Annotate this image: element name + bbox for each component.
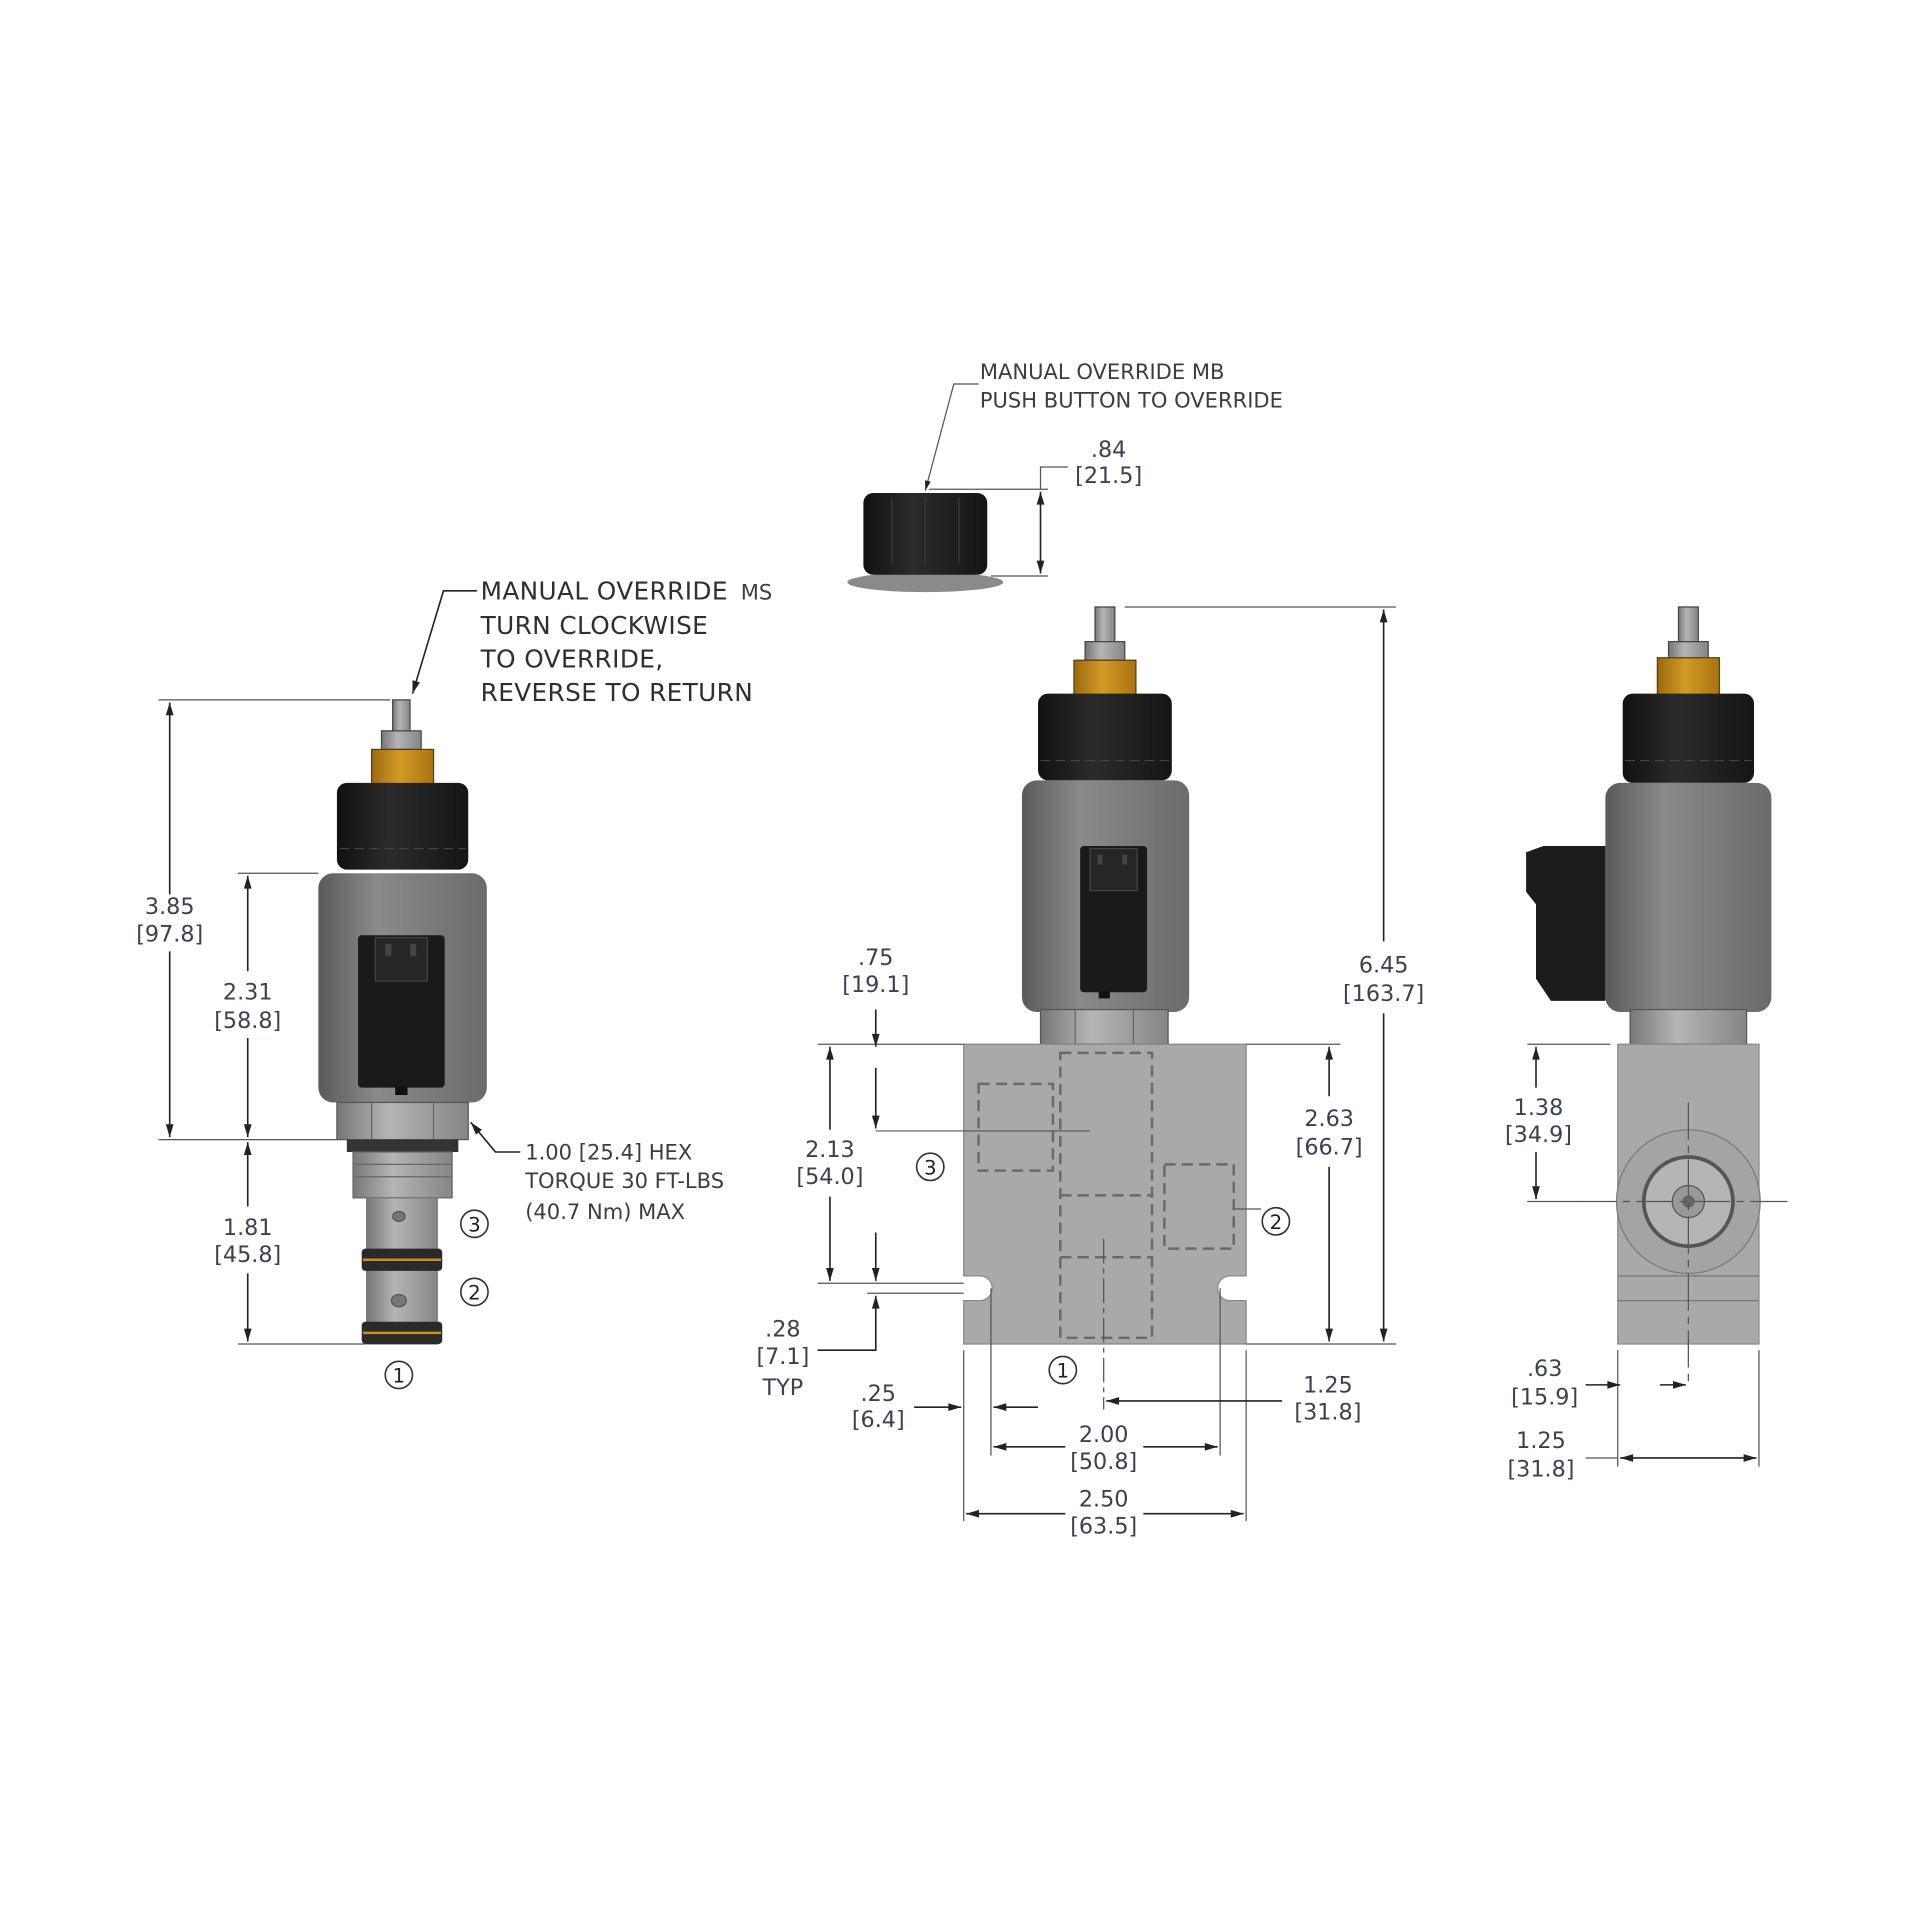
dim-slot-in: .28 [765, 1317, 800, 1343]
port-2-label: 2 [1270, 1211, 1283, 1234]
port-3-label: 3 [468, 1213, 481, 1236]
dim-slot-edge-in: .25 [861, 1381, 896, 1407]
dim-port-height-in: 1.38 [1514, 1095, 1564, 1121]
middle-dimensions: 6.45 [163.7] 2.63 [66.7] 2.13 [54.0] .75… [756, 606, 1424, 1540]
override-ms-line1: MANUAL OVERRIDE [481, 577, 728, 606]
dim-coil-mm: [58.8] [214, 1008, 281, 1034]
dim-block-width-in: 2.50 [1079, 1486, 1129, 1512]
dim-port3-offset-in: .75 [858, 945, 893, 971]
dim-port-height-mm: [34.9] [1505, 1122, 1572, 1148]
push-button-override-cap: MANUAL OVERRIDE MB PUSH BUTTON TO OVERRI… [847, 359, 1283, 593]
dim-center-offset-in: 1.25 [1303, 1372, 1353, 1398]
dim-port-offset-mm: [15.9] [1511, 1385, 1578, 1411]
dim-slot-spacing-in: 2.00 [1079, 1422, 1129, 1448]
dim-block-height-mm: [66.7] [1296, 1134, 1363, 1160]
dim-cartridge-mm: [45.8] [214, 1242, 281, 1268]
port-1-label: 1 [393, 1364, 406, 1387]
dim-center-offset-mm: [31.8] [1294, 1400, 1361, 1426]
dim-slot-edge-mm: [6.4] [852, 1407, 905, 1433]
dim-block-height-in: 2.63 [1304, 1106, 1354, 1132]
valve-assembly-front-view [963, 606, 1247, 1345]
override-mb-line2: PUSH BUTTON TO OVERRIDE [980, 388, 1283, 413]
dim-port3-offset-mm: [19.1] [842, 972, 909, 998]
override-mb-line1: MANUAL OVERRIDE MB [980, 359, 1225, 384]
dim-slot-typ: TYP [762, 1375, 804, 1401]
hex-callout-line3: (40.7 Nm) MAX [525, 1199, 685, 1224]
hex-nut [336, 1101, 469, 1141]
dim-port-offset-in: .63 [1527, 1356, 1562, 1382]
override-ms-line3: TO OVERRIDE, [480, 645, 664, 674]
dim-block-width-mm: [63.5] [1070, 1514, 1137, 1540]
dim-overall-height-mm: [163.7] [1343, 981, 1424, 1007]
valve-assembly-side-view [1526, 606, 1790, 1388]
port-3-label: 3 [924, 1156, 937, 1179]
right-dimensions: 1.38 [34.9] .63 [15.9] 1.25 [31.8] [1505, 1043, 1760, 1483]
dim-mount-height-in: 2.13 [805, 1137, 855, 1163]
cartridge-valve-left-view [318, 699, 487, 1345]
dim-overall-mm: [97.8] [136, 921, 203, 947]
dim-slot-spacing-mm: [50.8] [1070, 1449, 1137, 1475]
override-ms-suffix: MS [741, 580, 773, 605]
hex-callout-line1: 1.00 [25.4] HEX [525, 1139, 692, 1164]
override-ms-line4: REVERSE TO RETURN [481, 678, 754, 707]
override-ms-line2: TURN CLOCKWISE [480, 611, 709, 640]
dim-cap-in: .84 [1091, 437, 1126, 463]
dim-cap-mm: [21.5] [1075, 463, 1142, 489]
dim-cartridge-in: 1.81 [223, 1215, 273, 1241]
dim-overall-in: 3.85 [145, 894, 195, 920]
dim-coil-in: 2.31 [223, 980, 273, 1006]
dim-slot-mm: [7.1] [756, 1344, 809, 1370]
dim-block-depth-in: 1.25 [1516, 1428, 1566, 1454]
dim-overall-height-in: 6.45 [1359, 952, 1409, 978]
left-dimensions: 3.85 [97.8] 2.31 [58.8] 1.81 [45.8] 3 2 … [136, 577, 773, 1390]
hex-callout-line2: TORQUE 30 FT-LBS [524, 1168, 724, 1193]
dim-block-depth-mm: [31.8] [1507, 1457, 1574, 1483]
port-2-label: 2 [468, 1281, 481, 1304]
dim-mount-height-mm: [54.0] [796, 1164, 863, 1190]
port-1-label: 1 [1057, 1359, 1070, 1382]
manual-override-knob [336, 782, 469, 870]
